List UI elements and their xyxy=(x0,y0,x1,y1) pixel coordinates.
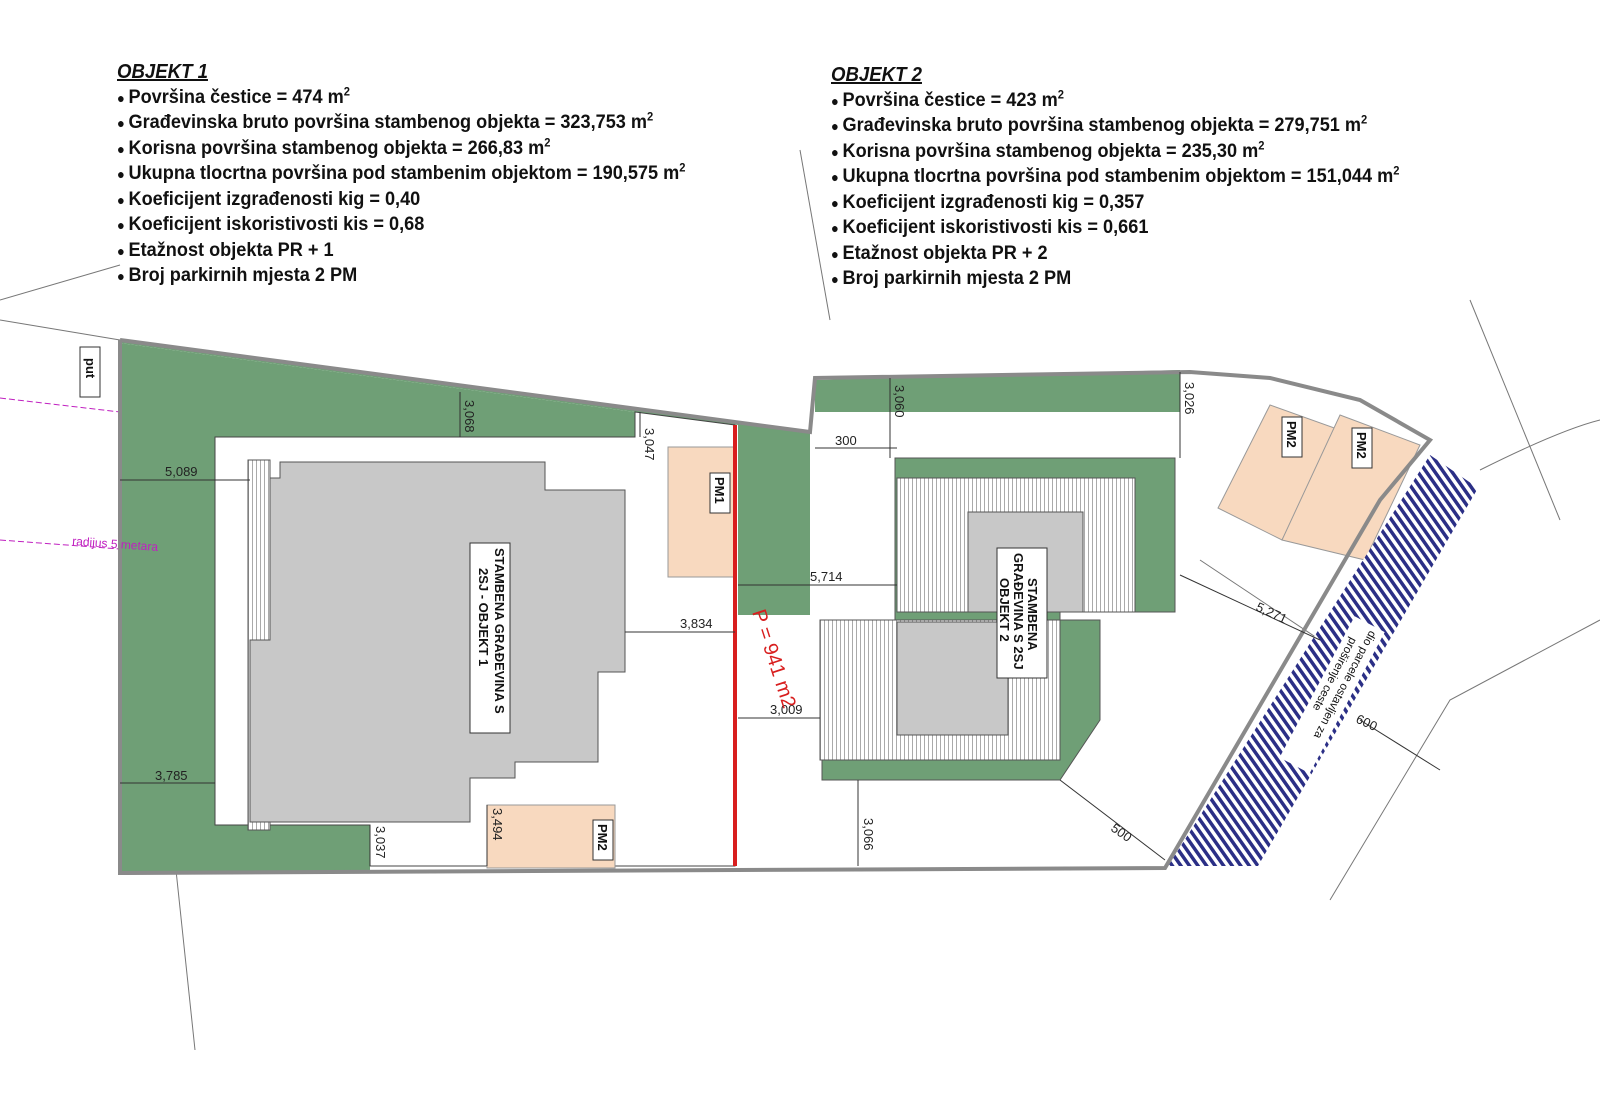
unit-superscript: 2 xyxy=(647,109,654,124)
objekt1-item: Koeficijent izgrađenosti kig = 0,40 xyxy=(117,187,685,213)
item-text: Koeficijent iskoristivosti kis = 0,661 xyxy=(842,216,1149,238)
lot2-green-top xyxy=(815,370,1180,412)
dim-300: 300 xyxy=(835,433,857,448)
dim-3068: 3,068 xyxy=(462,400,477,433)
parcel-boundary xyxy=(118,338,1434,876)
objekt1-item: Etažnost objekta PR + 1 xyxy=(117,238,685,264)
building1-label-line2: 2SJ - OBJEKT 1 xyxy=(476,568,491,666)
dim-5714: 5,714 xyxy=(810,569,843,584)
objekt2-title: OBJEKT 2 xyxy=(831,64,922,86)
dim-500: 500 xyxy=(1108,820,1134,845)
unit-superscript: 2 xyxy=(1057,87,1064,101)
pm2-right-b-label: PM2 xyxy=(1354,432,1369,459)
dim-5271: 5,271 xyxy=(1254,599,1290,626)
pm2-right-a-label: PM2 xyxy=(1284,421,1299,448)
item-text: Korisna površina stambenog objekta = 266… xyxy=(128,136,545,159)
item-text: Broj parkirnih mjesta 2 PM xyxy=(842,267,1072,289)
dim-3785: 3,785 xyxy=(155,768,188,783)
road-widening-strip xyxy=(1168,455,1478,866)
objekt1-item: Površina čestice = 474 m2 xyxy=(117,85,685,111)
unit-superscript: 2 xyxy=(343,84,350,98)
objekt1-item: Građevinska bruto površina stambenog obj… xyxy=(117,110,685,136)
dimension-lines xyxy=(120,372,1441,866)
objekt2-item: Etažnost objekta PR + 2 xyxy=(831,241,1399,267)
dim-3494: 3,494 xyxy=(490,808,505,841)
unit-superscript: 2 xyxy=(1361,112,1368,127)
objekt2-info: OBJEKT 2 Površina čestice = 423 m2Građev… xyxy=(831,63,1399,292)
item-text: Površina čestice = 423 m xyxy=(842,88,1058,111)
lot1-green xyxy=(120,340,810,615)
item-text: Građevinska bruto površina stambenog obj… xyxy=(128,111,648,133)
objekt1-item: Koeficijent iskoristivosti kis = 0,68 xyxy=(117,212,685,238)
item-text: Ukupna tlocrtna površina pod stambenim o… xyxy=(128,162,680,184)
building1-label-line1: STAMBENA GRAĐEVINA S xyxy=(492,548,507,714)
item-text: Koeficijent iskoristivosti kis = 0,68 xyxy=(128,213,425,235)
objekt1-item: Broj parkirnih mjesta 2 PM xyxy=(117,263,685,289)
item-text: Koeficijent izgrađenosti kig = 0,357 xyxy=(842,190,1145,213)
objekt1-title: OBJEKT 1 xyxy=(117,61,208,83)
item-text: Ukupna tlocrtna površina pod stambenim o… xyxy=(842,165,1394,187)
item-text: Površina čestice = 474 m xyxy=(128,85,344,108)
put-label: put xyxy=(83,358,98,379)
objekt1-list: Površina čestice = 474 m2Građevinska bru… xyxy=(117,85,685,289)
item-text: Građevinska bruto površina stambenog obj… xyxy=(842,114,1362,136)
unit-superscript: 2 xyxy=(679,160,686,175)
pm1-label: PM1 xyxy=(712,477,727,504)
objekt1-info: OBJEKT 1 Površina čestice = 474 m2Građev… xyxy=(117,60,685,289)
item-text: Etažnost objekta PR + 2 xyxy=(842,241,1048,264)
unit-superscript: 2 xyxy=(1393,163,1400,178)
lot1-green-main xyxy=(120,343,635,873)
dim-3037: 3,037 xyxy=(373,826,388,859)
objekt2-item: Površina čestice = 423 m2 xyxy=(831,88,1399,114)
dim-3047: 3,047 xyxy=(642,428,657,461)
objekt2-item: Koeficijent izgrađenosti kig = 0,357 xyxy=(831,190,1399,216)
dim-3060: 3,060 xyxy=(892,385,907,418)
item-text: Broj parkirnih mjesta 2 PM xyxy=(128,264,358,286)
objekt2-item: Građevinska bruto površina stambenog obj… xyxy=(831,113,1399,139)
dim-3009: 3,009 xyxy=(770,702,803,717)
unit-superscript: 2 xyxy=(544,135,551,149)
objekt2-list: Površina čestice = 423 m2Građevinska bru… xyxy=(831,88,1399,292)
objekt2-item: Ukupna tlocrtna površina pod stambenim o… xyxy=(831,164,1399,190)
objekt1-item: Korisna površina stambenog objekta = 266… xyxy=(117,136,685,162)
dim-3834: 3,834 xyxy=(680,616,713,631)
dim-5089: 5,089 xyxy=(165,464,198,479)
lot-area-label: P = 941 m2 xyxy=(747,607,800,711)
unit-superscript: 2 xyxy=(1258,138,1265,152)
item-text: Etažnost objekta PR + 1 xyxy=(128,238,334,261)
building2-label-line2: GRAĐEVINA S 2SJ xyxy=(1011,553,1026,670)
item-text: Koeficijent izgrađenosti kig = 0,40 xyxy=(128,187,421,210)
objekt2-item: Broj parkirnih mjesta 2 PM xyxy=(831,266,1399,292)
item-text: Korisna površina stambenog objekta = 235… xyxy=(842,139,1259,162)
building2-label-line1: STAMBENA xyxy=(1025,578,1040,651)
dim-3066: 3,066 xyxy=(861,818,876,851)
pm2-left-label: PM2 xyxy=(595,824,610,851)
objekt1-item: Ukupna tlocrtna površina pod stambenim o… xyxy=(117,161,685,187)
objekt2-item: Koeficijent iskoristivosti kis = 0,661 xyxy=(831,215,1399,241)
building2-label-line3: OBJEKT 2 xyxy=(997,578,1012,642)
dim-3026: 3,026 xyxy=(1182,382,1197,415)
radius-label: radijus 5 metara xyxy=(72,534,159,554)
building2-lower-core xyxy=(896,621,1009,736)
building1-footprint xyxy=(249,461,626,823)
objekt2-item: Korisna površina stambenog objekta = 235… xyxy=(831,139,1399,165)
